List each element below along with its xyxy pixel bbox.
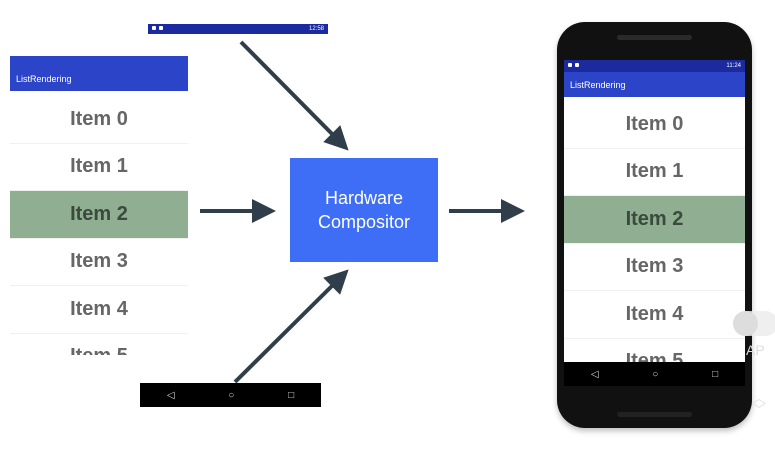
list-item[interactable]: Item 1 bbox=[564, 149, 745, 196]
speaker-top bbox=[617, 35, 692, 40]
back-icon[interactable]: ◁ bbox=[166, 389, 175, 401]
compositor-line2: Compositor bbox=[317, 212, 411, 232]
list-item[interactable]: Item 0 bbox=[10, 96, 188, 144]
phone-app-title: ListRendering bbox=[570, 80, 626, 90]
overlay-label: AP bbox=[746, 342, 765, 358]
back-icon[interactable]: ◁ bbox=[590, 368, 599, 380]
compositor-line1: Hardware bbox=[324, 187, 404, 208]
phone-status-bar: 11:24 bbox=[564, 60, 745, 72]
list-item[interactable]: Item 5 bbox=[564, 339, 745, 362]
list-item[interactable]: Item 5 bbox=[10, 334, 188, 355]
arrow-nav-to-compositor bbox=[233, 269, 349, 384]
phone-status-time: 11:24 bbox=[726, 63, 741, 69]
app-title: ListRendering bbox=[16, 74, 72, 84]
status-bar: 12:58 bbox=[148, 24, 328, 34]
status-time: 12:58 bbox=[308, 26, 324, 32]
home-icon[interactable]: ○ bbox=[652, 368, 659, 380]
phone-list-top bbox=[564, 97, 745, 101]
notification-icons bbox=[568, 63, 582, 69]
recents-icon[interactable]: □ bbox=[712, 368, 719, 380]
list: Item 0 Item 1 Item 2 Item 3 Item 4 Item … bbox=[10, 96, 188, 355]
chevron-updown-icon[interactable]: ︿﹀ bbox=[752, 390, 766, 418]
list-item[interactable]: Item 4 bbox=[564, 291, 745, 339]
phone-nav-bar: ◁ ○ □ bbox=[564, 362, 745, 386]
phone-list: Item 0 Item 1 Item 2 Item 3 Item 4 Item … bbox=[564, 101, 745, 362]
recents-icon[interactable]: □ bbox=[288, 389, 295, 401]
toggle-knob bbox=[733, 311, 758, 336]
list-item[interactable]: Item 4 bbox=[10, 286, 188, 334]
notification-icons bbox=[152, 26, 166, 32]
nav-bar: ◁ ○ □ bbox=[140, 383, 321, 407]
arrow-status-to-compositor bbox=[239, 40, 349, 151]
list-item-selected[interactable]: Item 2 bbox=[10, 191, 188, 239]
phone: 11:24 ListRendering Item 0 Item 1 Item 2… bbox=[557, 22, 752, 428]
overlay-toggle[interactable] bbox=[733, 311, 775, 336]
list-item[interactable]: Item 3 bbox=[10, 239, 188, 286]
phone-app-bar: ListRendering bbox=[564, 72, 745, 97]
list-item[interactable]: Item 0 bbox=[564, 101, 745, 149]
home-icon[interactable]: ○ bbox=[228, 389, 235, 401]
app-bar: ListRendering bbox=[10, 56, 188, 91]
speaker-bottom bbox=[617, 412, 692, 417]
list-item-selected[interactable]: Item 2 bbox=[564, 196, 745, 244]
list-item[interactable]: Item 3 bbox=[564, 244, 745, 291]
list-item[interactable]: Item 1 bbox=[10, 144, 188, 191]
